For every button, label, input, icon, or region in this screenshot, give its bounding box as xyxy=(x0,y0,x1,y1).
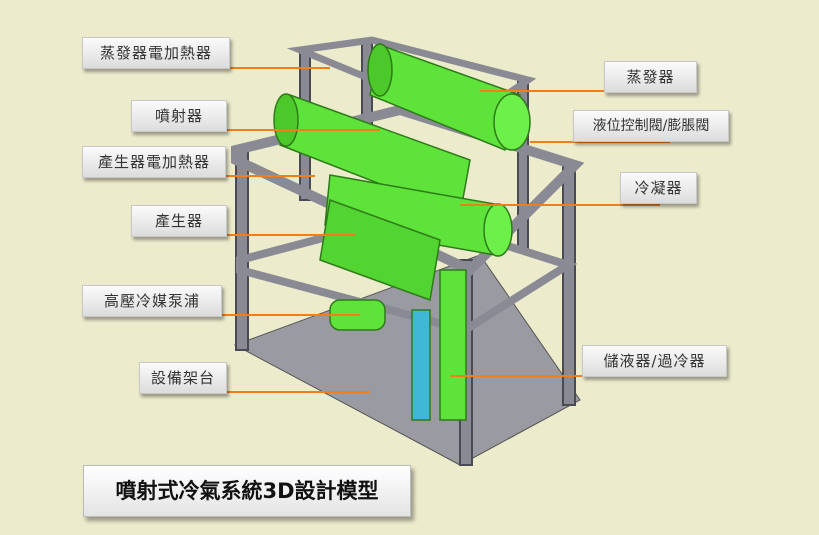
label-evaporator-heater: 蒸發器電加熱器 xyxy=(82,37,230,69)
label-valve: 液位控制閥/膨脹閥 xyxy=(573,110,729,142)
label-evaporator: 蒸發器 xyxy=(604,61,697,93)
subcooler xyxy=(411,309,431,421)
label-generator: 產生器 xyxy=(131,205,227,237)
generator-tank xyxy=(319,198,441,302)
label-frame: 設備架台 xyxy=(139,362,227,394)
label-ejector: 噴射器 xyxy=(131,100,227,132)
label-receiver: 儲液器/過冷器 xyxy=(582,345,727,377)
receiver-tank xyxy=(439,269,467,421)
label-pump: 高壓冷媒泵浦 xyxy=(82,285,222,317)
diagram-title: 噴射式冷氣系統3D設計模型 xyxy=(83,465,411,517)
tanks xyxy=(273,43,531,421)
label-condenser: 冷凝器 xyxy=(620,172,697,204)
label-generator-heater: 產生器電加熱器 xyxy=(82,146,226,178)
